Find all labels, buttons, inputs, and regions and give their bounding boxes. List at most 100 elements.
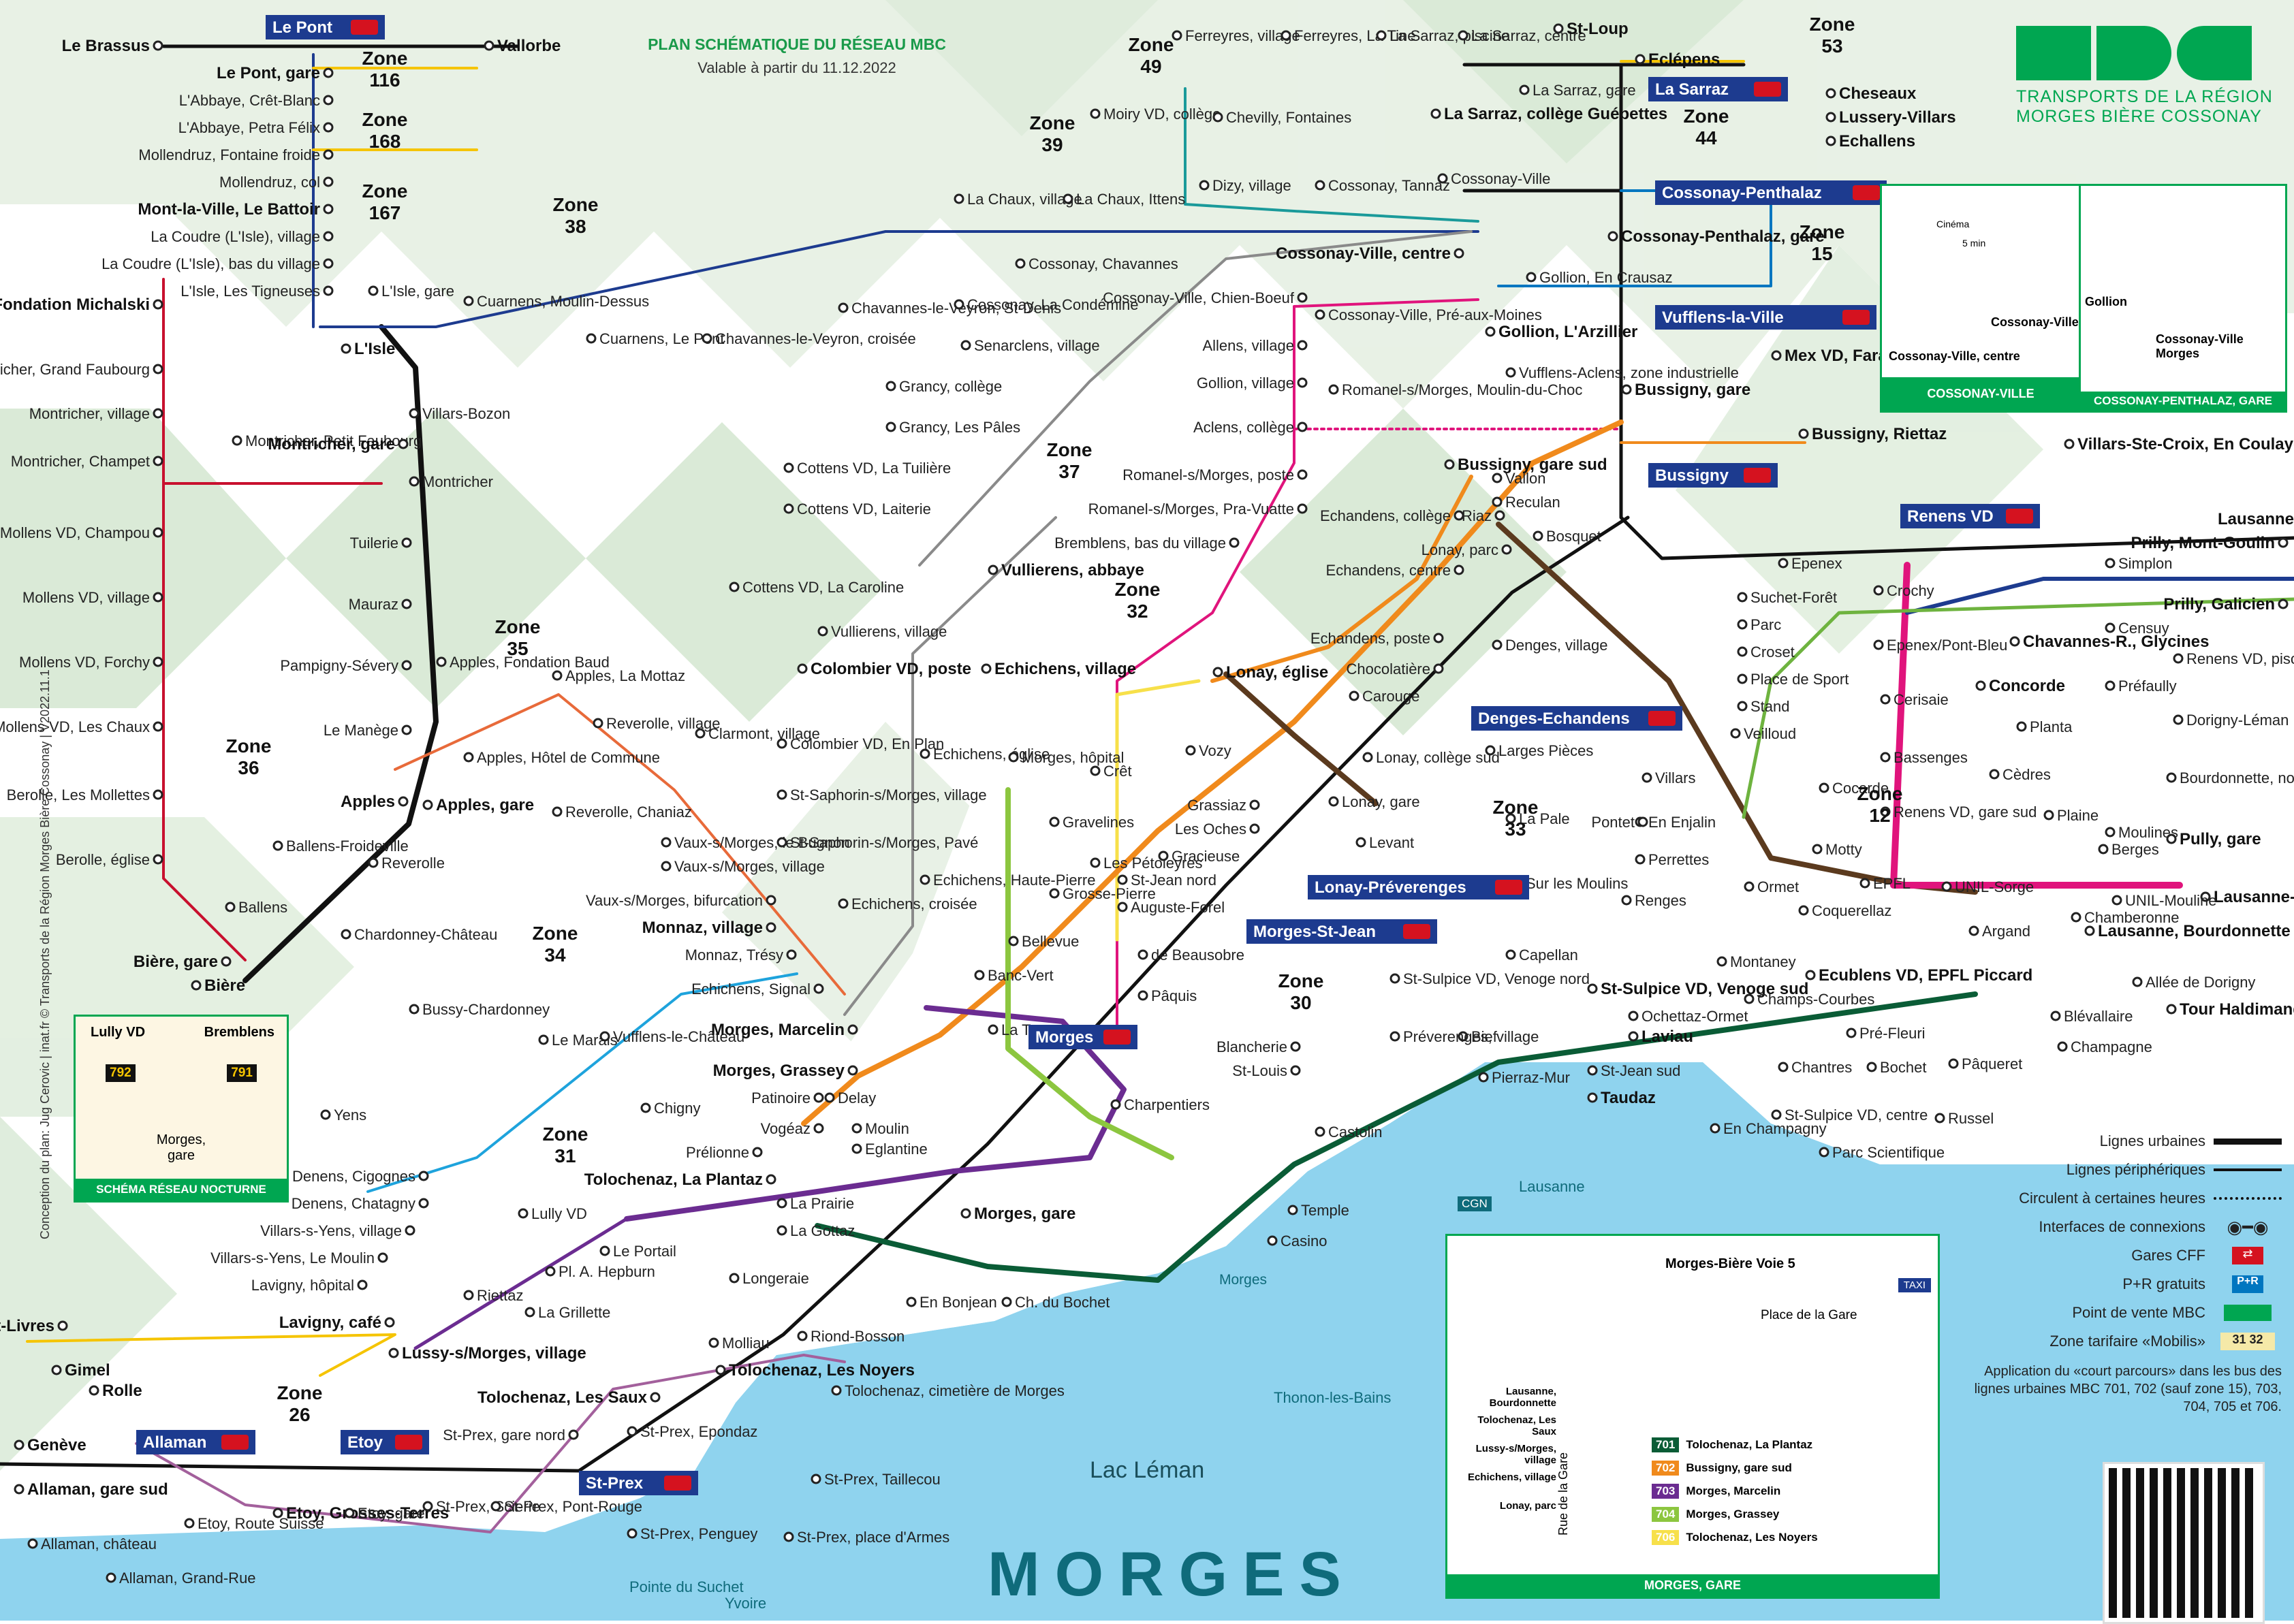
station-stop (1812, 844, 1823, 855)
station-stop (1737, 673, 1748, 684)
legend-interfaces: Interfaces de connexions◉━◉ (1962, 1213, 2282, 1241)
station-label: Préfaully (2118, 678, 2177, 695)
station-label: Cheseaux (1839, 84, 1917, 103)
station-label: Pully, gare (2180, 830, 2261, 848)
station-label: Apples (341, 793, 395, 811)
city-area (736, 769, 1485, 1355)
station-stop (1505, 949, 1516, 960)
station-stop (1001, 1296, 1012, 1307)
station-label: Riettaz (477, 1287, 523, 1304)
station-stop (847, 1024, 858, 1035)
station-stop (1137, 949, 1148, 960)
station-label: St-Sulpice VD, centre (1785, 1106, 1928, 1124)
logo-c (2177, 26, 2252, 80)
station-stop (1975, 680, 1986, 691)
station-stop (1825, 136, 1836, 146)
station-label: St-Prex, place d'Armes (797, 1529, 949, 1546)
station-label: Grassiaz (1187, 797, 1246, 814)
station-stop (490, 1501, 501, 1512)
station-stop (2278, 537, 2289, 548)
cff-icon (221, 1435, 249, 1450)
mg-place: Place de la Gare (1761, 1308, 1857, 1322)
station-stop (323, 149, 334, 160)
station-stop (1866, 1062, 1877, 1072)
station-stop (1280, 30, 1291, 41)
line-705-west (1223, 671, 1379, 806)
line-730-south (843, 516, 1057, 1016)
station-label: Suchet-Forêt (1750, 589, 1837, 606)
station-stop (1621, 895, 1632, 906)
night-bremblens: Bremblens (204, 1025, 274, 1040)
station-label: Reverolle (381, 855, 445, 872)
station-label: Epenex (1791, 555, 1842, 572)
station-stop (323, 67, 334, 78)
line-destination: Morges, Grassey (1686, 1508, 1780, 1520)
station-stop (766, 922, 776, 933)
station-stop (695, 728, 706, 739)
station-stop (1628, 1031, 1639, 1042)
station-label: La Sarraz, piscine (1389, 27, 1509, 44)
station-stop (661, 861, 672, 872)
station-label: Chantres (1791, 1059, 1852, 1076)
station-label: La Grillette (538, 1304, 610, 1321)
qr-code[interactable] (2105, 1464, 2263, 1622)
station-stop (153, 456, 163, 466)
station-label: Echandens, centre (1326, 562, 1451, 579)
station-stop (1819, 782, 1829, 793)
station-label: Monnaz, Trésy (685, 946, 783, 964)
mg-platform: Morges-Bière Voie 5 (1665, 1256, 1795, 1271)
cff-station-name: Etoy (347, 1433, 383, 1452)
station-stop (752, 1147, 763, 1158)
station-label: Mollens VD, village (22, 589, 150, 606)
station-label: Morges, hôpital (1022, 749, 1124, 766)
station-stop (1744, 993, 1755, 1004)
station-label: Lonay, église (1226, 663, 1328, 682)
line-origin: Echichens, village (1467, 1471, 1556, 1483)
station-stop (1090, 108, 1101, 119)
station-label: Monnaz, village (642, 919, 763, 937)
station-label: La Sarraz, gare (1533, 82, 1636, 99)
station-label: Allée de Dorigny (2146, 974, 2255, 991)
rail-main (1619, 63, 2294, 560)
station-stop (776, 1198, 787, 1209)
station-label: La Chaux, Ittens (1076, 191, 1185, 208)
station-stop (538, 1034, 549, 1045)
station-label: Argand (1982, 923, 2030, 940)
station-label: Bourdonnette, nord (2180, 769, 2294, 786)
station-stop (1355, 837, 1366, 848)
station-stop (357, 1279, 368, 1290)
station-label: Cossonay-Penthalaz, gare (1621, 227, 1825, 246)
station-stop (153, 721, 163, 732)
station-stop (702, 333, 712, 344)
cff-station-name: Bussigny (1655, 466, 1729, 485)
station-label: Bassenges (1894, 749, 1968, 766)
station-stop (766, 895, 776, 906)
station-label: EPFL (1873, 875, 1911, 892)
inset-cossonay-ville: Cinéma 5 min Cossonay-Ville Cossonay-Vil… (1880, 184, 2081, 413)
station-stop (153, 40, 163, 51)
station-stop (153, 854, 163, 865)
station-stop (323, 285, 334, 296)
line-destination: Tolochenaz, La Plantaz (1686, 1438, 1813, 1451)
station-label: L'Abbaye, Crêt-Blanc (179, 92, 320, 109)
station-label: Berges (2111, 841, 2159, 858)
station-stop (1008, 936, 1019, 946)
station-label: Romanel-s/Morges, Pra-Vuatte (1088, 500, 1294, 518)
map-header: PLAN SCHÉMATIQUE DU RÉSEAU MBC Valable à… (647, 35, 947, 77)
legend-circ: Circulent à certaines heures (1962, 1184, 2282, 1213)
legend-interface-icon: ◉━◉ (2227, 1216, 2269, 1237)
station-label: Lausanne-Flon (2214, 888, 2294, 906)
station-label: Mauraz (349, 596, 398, 613)
station-stop (153, 656, 163, 667)
line-badge: 704 (1652, 1507, 1680, 1522)
station-stop (2166, 1004, 2177, 1015)
station-label: Bière, gare (133, 953, 218, 971)
cff-station-box: Morges (1028, 1025, 1137, 1049)
station-label: Larges Pièces (1498, 742, 1593, 759)
cff-icon (1103, 1030, 1131, 1045)
legend-peripheral-swatch (2214, 1168, 2282, 1171)
station-label: Casino (1280, 1232, 1327, 1249)
station-stop (323, 204, 334, 214)
line-704 (1005, 787, 1174, 1160)
